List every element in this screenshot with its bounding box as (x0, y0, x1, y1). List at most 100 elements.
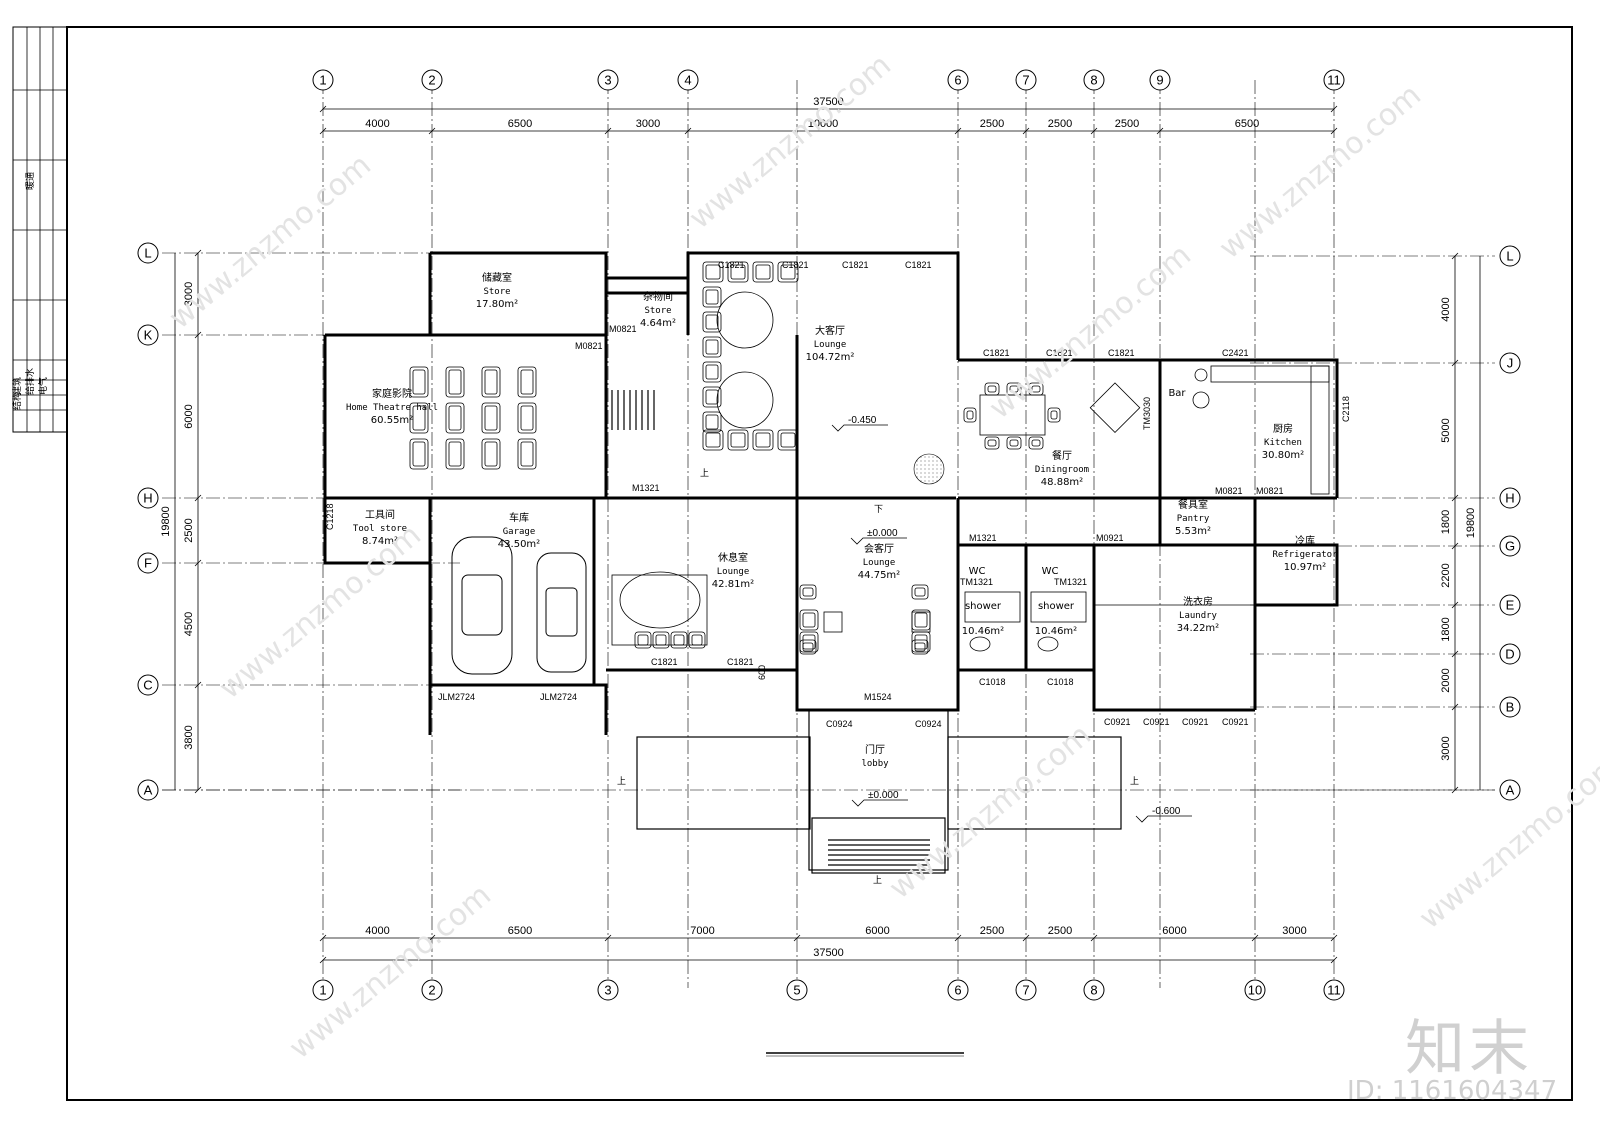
opening-code: C0924 (826, 719, 853, 729)
svg-text:Refrigerator: Refrigerator (1272, 550, 1338, 560)
dim-text: 3000 (1282, 925, 1306, 937)
svg-text:17.80m²: 17.80m² (476, 299, 518, 310)
dim-text: 6000 (865, 925, 889, 937)
grid-bubble: 7 (1015, 979, 1037, 1001)
dim-text: 2500 (980, 925, 1004, 937)
svg-text:42.81m²: 42.81m² (712, 579, 754, 590)
svg-text:6: 6 (954, 73, 961, 88)
svg-text:44.75m²: 44.75m² (858, 570, 900, 581)
opening-code: M1524 (864, 692, 892, 702)
svg-text:J: J (1507, 356, 1514, 371)
opening-code: M0821 (609, 324, 637, 334)
svg-text:4.64m²: 4.64m² (640, 318, 676, 329)
dim-text: 2500 (1048, 118, 1072, 130)
dim-text: 5000 (1440, 418, 1452, 442)
svg-text:Garage: Garage (503, 527, 536, 537)
svg-text:Home Theatre hall: Home Theatre hall (346, 403, 438, 413)
grid-bubble: 11 (1323, 69, 1345, 91)
grid-bubble: 6 (947, 979, 969, 1001)
svg-text:H: H (143, 491, 152, 506)
title-block-label: 给排水 (24, 368, 36, 395)
opening-code: C0924 (915, 719, 942, 729)
opening-code: M1321 (969, 533, 997, 543)
svg-text:8: 8 (1090, 983, 1097, 998)
svg-text:104.72m²: 104.72m² (806, 352, 855, 363)
opening-code: C1821 (782, 260, 809, 270)
opening-code: C1018 (979, 677, 1006, 687)
grid-bubble: H (1499, 487, 1521, 509)
watermark-id: ID: 1161604347 (1347, 1076, 1558, 1106)
title-block-label: 暖通 (24, 172, 36, 190)
svg-text:48.88m²: 48.88m² (1041, 477, 1083, 488)
grid-bubble: 3 (597, 979, 619, 1001)
svg-text:Kitchen: Kitchen (1264, 438, 1302, 448)
svg-text:8: 8 (1090, 73, 1097, 88)
svg-text:10.97m²: 10.97m² (1284, 562, 1326, 573)
svg-text:G: G (1505, 539, 1515, 554)
grid-bubble: 7 (1015, 69, 1037, 91)
svg-text:Diningroom: Diningroom (1035, 465, 1089, 475)
opening-code: C1821 (1046, 348, 1073, 358)
dim-text: 3000 (183, 282, 195, 306)
grid-bubble: J (1499, 352, 1521, 374)
dim-text: 6500 (1235, 118, 1259, 130)
svg-text:A: A (1506, 783, 1515, 798)
opening-code: C0921 (1182, 717, 1209, 727)
svg-text:冷库: 冷库 (1295, 534, 1315, 547)
svg-text:Laundry: Laundry (1179, 611, 1218, 621)
title-block-label: 建筑 (11, 377, 23, 395)
dim-text: 6500 (508, 925, 532, 937)
wc-area: 10.46m² (962, 626, 1004, 637)
grid-bubble: E (1499, 594, 1521, 616)
svg-text:D: D (1505, 647, 1514, 662)
dim-text: 6500 (508, 118, 532, 130)
watermark-logo: 知末 (1405, 1014, 1533, 1084)
dim-total: 37500 (813, 96, 844, 108)
svg-text:2: 2 (428, 73, 435, 88)
opening-code: C2118 (1341, 396, 1351, 422)
opening-code: C0921 (1104, 717, 1131, 727)
opening-code: C1218 (325, 503, 335, 530)
svg-text:餐具室: 餐具室 (1178, 498, 1208, 511)
opening-code: C1821 (718, 260, 745, 270)
wc-area: 10.46m² (1035, 626, 1077, 637)
dim-text: 3000 (636, 118, 660, 130)
svg-text:工具间: 工具间 (365, 508, 395, 521)
shower-label: shower (965, 601, 1002, 612)
grid-bubble: 5 (786, 979, 808, 1001)
dim-text: 2200 (1440, 563, 1452, 587)
grid-bubble: 1 (312, 69, 334, 91)
svg-text:5: 5 (793, 983, 800, 998)
opening-code: C2421 (1222, 348, 1249, 358)
grid-bubble: 1 (312, 979, 334, 1001)
svg-text:大客厅: 大客厅 (815, 324, 845, 337)
svg-text:会客厅: 会客厅 (864, 542, 894, 555)
svg-text:1: 1 (319, 73, 326, 88)
up-mark: 上 (1130, 776, 1139, 786)
bar-label: Bar (1168, 388, 1186, 399)
grid-bubble: 10 (1244, 979, 1266, 1001)
room-label: 冷库 Refrigerator 10.97m² (1272, 534, 1338, 573)
svg-text:7: 7 (1022, 73, 1029, 88)
dim-text: 4500 (183, 612, 195, 636)
svg-text:9: 9 (1156, 73, 1163, 88)
dim-text: 4000 (365, 118, 389, 130)
opening-code: M0821 (575, 341, 603, 351)
level-mark: -0.450 (848, 415, 877, 426)
opening-code: C1821 (651, 657, 678, 667)
opening-code: TM1321 (960, 577, 993, 587)
opening-code: C1821 (905, 260, 932, 270)
dim-total: 19800 (160, 506, 172, 537)
svg-text:F: F (144, 556, 152, 571)
opening-code: M0921 (1096, 533, 1124, 543)
